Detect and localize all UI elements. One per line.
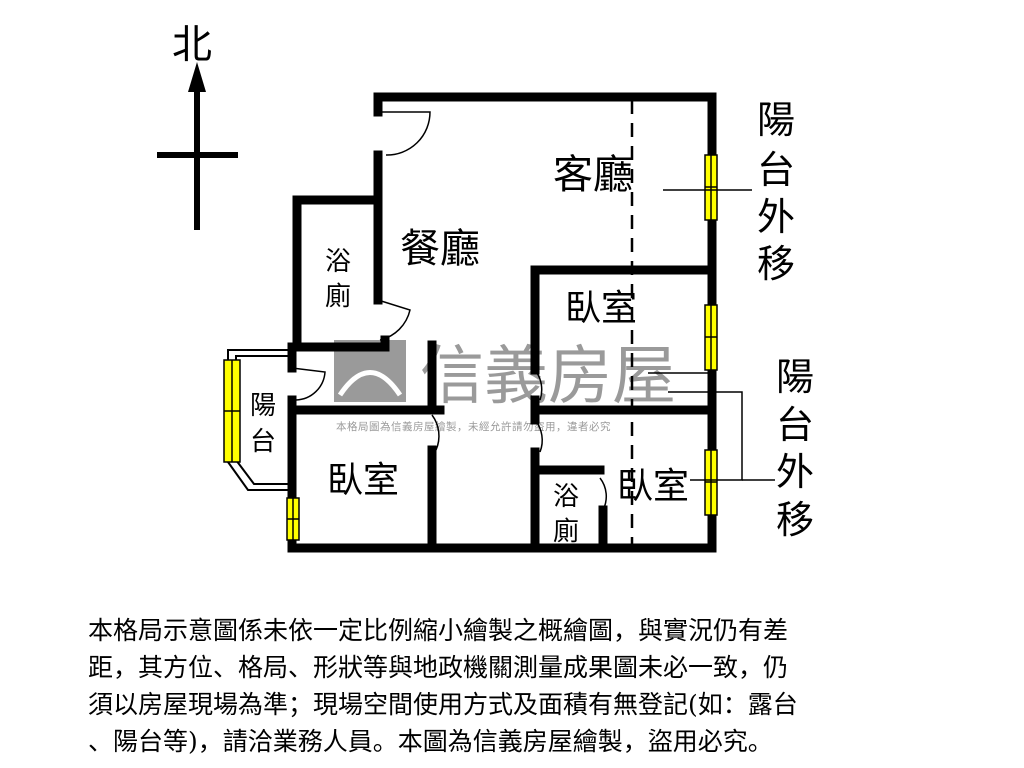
annotation-char: 台 [776, 403, 814, 447]
annotation-char: 陽 [776, 355, 814, 399]
doors [291, 111, 607, 511]
room-bath-bottom-1: 浴 [553, 482, 579, 512]
watermark: 信義房屋 本格局圖為信義房屋繪製，未經允許請勿盜用，違者必究 [334, 340, 676, 433]
caption-line: 本格局示意圖係未依一定比例縮小繪製之概繪圖，與實況仍有差 [88, 616, 789, 645]
room-bath-top-1: 浴 [325, 247, 351, 277]
door-entrance [378, 111, 431, 156]
north-label: 北 [172, 22, 212, 68]
leader-lines [648, 189, 775, 481]
watermark-brand: 信義房屋 [420, 340, 676, 414]
caption-line: 須以房屋現場為準；現場空間使用方式及面積有無登記(如：露台 [88, 690, 798, 719]
room-bedroom-top-right: 臥室 [565, 288, 637, 329]
annotation-balcony-extension-2: 陽 台 外 移 [776, 355, 814, 542]
windows [223, 154, 718, 541]
door-bedroom-left [431, 414, 440, 451]
annotation-char: 台 [757, 148, 795, 192]
door-balcony [291, 367, 326, 401]
door-bedroom-top-right [534, 369, 543, 401]
room-bath-bottom-2: 廁 [553, 517, 579, 547]
door-bath-top [377, 299, 411, 341]
annotation-char: 陽 [757, 98, 795, 142]
room-dining: 餐廳 [400, 226, 480, 272]
watermark-notice: 本格局圖為信義房屋繪製，未經允許請勿盜用，違者必究 [336, 420, 611, 433]
annotation-char: 移 [776, 498, 814, 542]
door-bath-bottom [599, 477, 607, 511]
door-bedroom-bottom-right [534, 419, 543, 453]
disclaimer-caption: 本格局示意圖係未依一定比例縮小繪製之概繪圖，與實況仍有差 距，其方位、格局、形狀… [88, 612, 958, 760]
annotation-char: 外 [776, 450, 814, 494]
caption-line: 、陽台等)，請洽業務人員。本圖為信義房屋繪製，盜用必究。 [88, 727, 773, 756]
north-arrow-icon [157, 62, 238, 230]
room-bedroom-bottom-left: 臥室 [327, 460, 399, 501]
room-balcony-2: 台 [250, 427, 276, 457]
annotation-char: 外 [757, 195, 795, 239]
annotation-balcony-extension-1: 陽 台 外 移 [757, 98, 795, 286]
room-living: 客廳 [553, 152, 633, 198]
caption-line: 距，其方位、格局、形狀等與地政機關測量成果圖未必一致，仍 [88, 653, 789, 682]
room-bedroom-bottom-right: 臥室 [617, 466, 689, 507]
room-balcony-1: 陽 [250, 391, 276, 421]
room-bath-top-2: 廁 [325, 282, 351, 312]
annotation-char: 移 [757, 242, 795, 286]
